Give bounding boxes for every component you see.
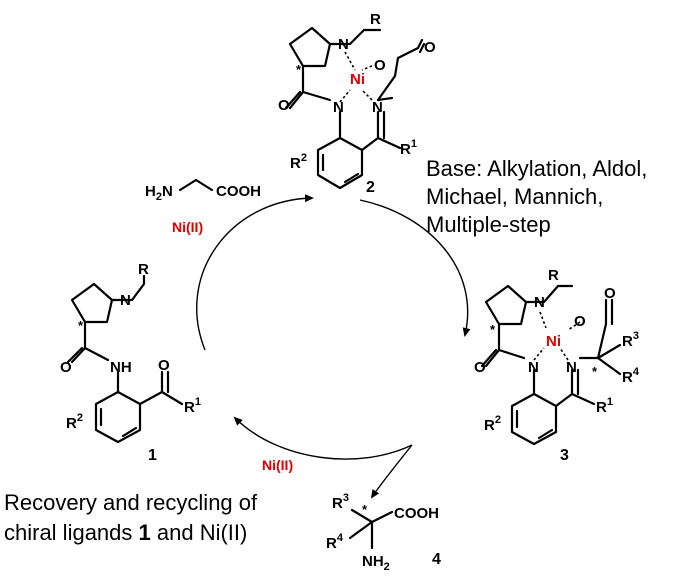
- substituent-r1: R1: [400, 138, 417, 158]
- compound-1: N R * O NH O R1 R2 1: [60, 261, 201, 464]
- compound-label-3: 3: [560, 447, 569, 464]
- nickel-reagent: Ni(II): [172, 219, 203, 235]
- arrow-2-to-3: [359, 199, 471, 337]
- compound-3: N R Ni O O O N N * * R3 R4 R1 R2 3: [474, 267, 640, 464]
- substituent-r4: R4: [622, 366, 640, 386]
- substituent-r2: R2: [484, 414, 501, 434]
- glycine-amine: H2N: [145, 183, 173, 203]
- atom-n: N: [333, 99, 344, 116]
- atom-nh: NH: [110, 359, 132, 376]
- substituent-r4: R4: [326, 532, 344, 552]
- base-conditions: Base: Alkylation, Aldol, Michael, Mannic…: [426, 156, 647, 237]
- arrow-3-to-1: [233, 416, 413, 460]
- atom-o: O: [604, 285, 616, 302]
- atom-o: O: [158, 357, 170, 374]
- atom-o: O: [474, 359, 486, 376]
- glycine-acid: COOH: [216, 183, 261, 200]
- atom-n: N: [566, 359, 577, 376]
- compound-4: R3 * COOH R4 NH2 4: [326, 492, 441, 573]
- substituent-r2: R2: [290, 152, 307, 172]
- nickel-center: Ni: [546, 333, 561, 350]
- atom-o: O: [374, 57, 386, 74]
- product-amine: NH2: [362, 553, 390, 573]
- compound-label-2: 2: [366, 179, 375, 196]
- substituent-r1: R1: [184, 396, 201, 416]
- nickel-center: Ni: [350, 71, 365, 88]
- compound-2: N R Ni O O O N N * R1 R2 2: [278, 11, 436, 196]
- atom-n: N: [534, 294, 545, 311]
- substituent-r1: R1: [596, 396, 613, 416]
- arrow-to-4: [370, 444, 413, 499]
- atom-n: N: [528, 359, 539, 376]
- glycine-reagent: H2N COOH Ni(II): [145, 178, 261, 235]
- atom-o: O: [278, 97, 290, 114]
- substituent-r3: R3: [332, 492, 349, 512]
- atom-n: N: [338, 36, 349, 53]
- stereocenter-mark: *: [490, 322, 496, 337]
- stereocenter-mark: *: [362, 502, 368, 517]
- catalytic-cycle: [196, 194, 471, 499]
- substituent-r3: R3: [622, 330, 639, 350]
- atom-o: O: [60, 359, 72, 376]
- base-line-1: Base: Alkylation, Aldol,: [426, 156, 647, 181]
- stereocenter-mark: *: [78, 318, 84, 333]
- base-line-2: Michael, Mannich,: [426, 184, 603, 209]
- stereocenter-mark: *: [296, 62, 302, 77]
- base-line-3: Multiple-step: [426, 212, 551, 237]
- atom-r: R: [138, 261, 149, 278]
- product-acid: COOH: [394, 505, 439, 522]
- nickel-recycled: Ni(II): [262, 457, 293, 473]
- atom-r: R: [548, 267, 559, 284]
- recovery-line-1: Recovery and recycling of: [4, 490, 258, 515]
- stereocenter-mark: *: [592, 364, 598, 379]
- atom-o: O: [424, 39, 436, 56]
- compound-label-1: 1: [148, 447, 157, 464]
- recovery-note: Recovery and recycling of chiral ligands…: [4, 490, 258, 545]
- compound-label-4: 4: [432, 551, 441, 568]
- atom-r: R: [370, 11, 381, 28]
- atom-o: O: [574, 313, 586, 330]
- arrow-1-to-2: [196, 194, 314, 351]
- atom-n: N: [120, 292, 131, 309]
- substituent-r2: R2: [66, 412, 83, 432]
- atom-n: N: [372, 99, 383, 116]
- recovery-line-2: chiral ligands 1 and Ni(II): [4, 520, 247, 545]
